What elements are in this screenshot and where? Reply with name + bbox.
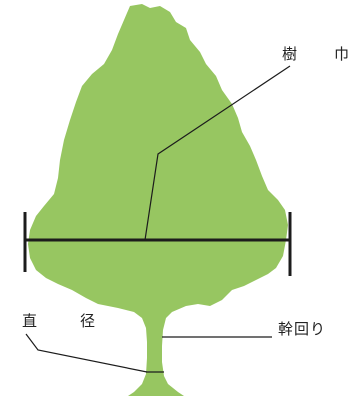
diameter-leader	[25, 333, 148, 373]
crown-width-leader	[144, 65, 291, 241]
trunk-girth-label: 幹回り	[278, 320, 327, 338]
crown-width-label: 樹 巾	[282, 45, 357, 63]
tree-silhouette	[28, 4, 288, 396]
diameter-label: 直 径	[22, 312, 110, 330]
